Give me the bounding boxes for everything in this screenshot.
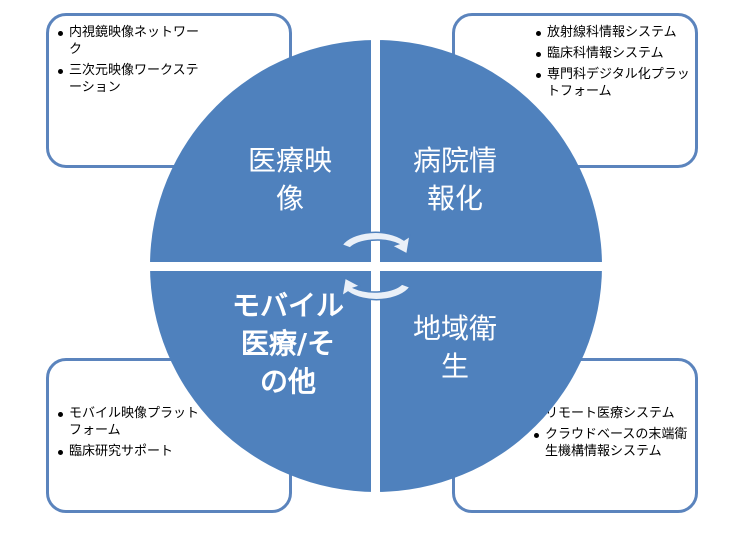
list-item: 臨床科情報システム: [535, 45, 693, 62]
list-item: 三次元映像ワークステーション: [57, 62, 207, 96]
list-item: 専門科デジタル化プラットフォーム: [535, 66, 693, 100]
list-item: 臨床研究サポート: [57, 443, 207, 460]
list-item: モバイル映像プラットフォーム: [57, 405, 207, 439]
cycle-arrows-icon: [340, 231, 412, 301]
quadrant-title-hospital-it: 病院情報化: [412, 144, 497, 215]
quadrant-title-medical-imaging: 医療映像: [247, 144, 332, 215]
list-item: クラウドベースの末端衛生機構情報システム: [533, 426, 693, 460]
list-item: 内視鏡映像ネットワーク: [57, 24, 207, 58]
list-item: 放射線科情報システム: [535, 24, 693, 41]
quadrant-title-mobile: モバイル医療/その他: [231, 289, 344, 398]
quadrant-title-regional-health: 地域衛生: [412, 312, 497, 383]
divider-horizontal: [140, 262, 620, 271]
